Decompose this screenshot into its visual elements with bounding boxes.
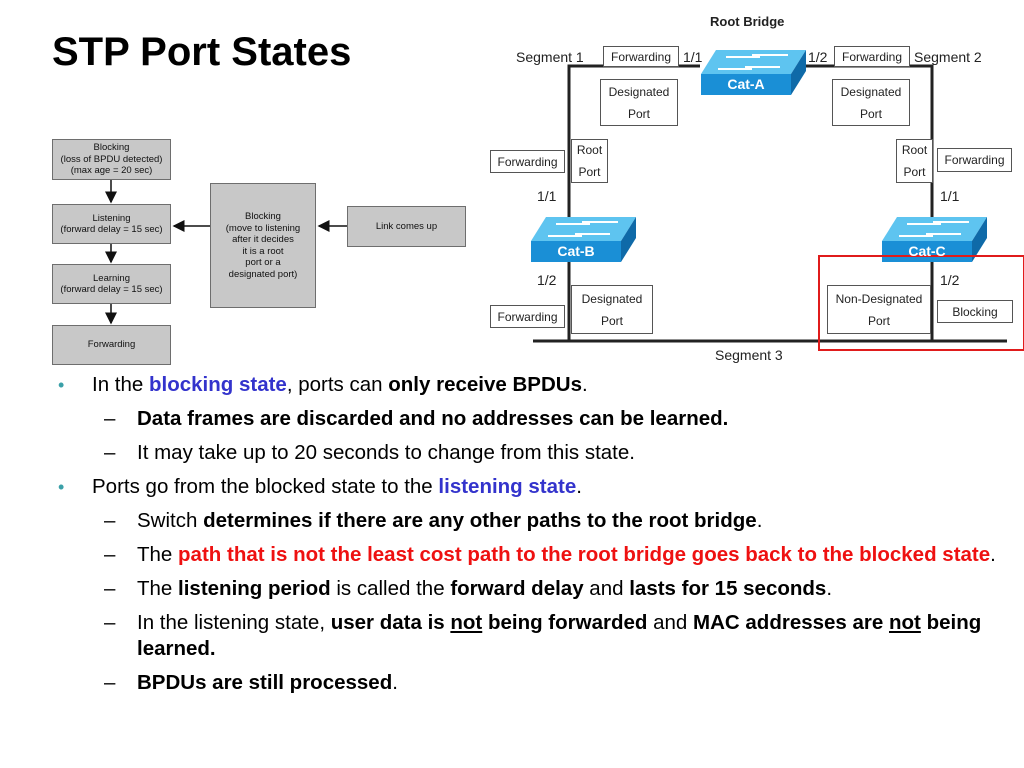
port-c-bottom-label: 1/2: [940, 272, 960, 288]
text: is called the: [330, 577, 451, 600]
sub-bullet-user-data: – In the listening state, user data is n…: [58, 610, 998, 662]
text-listening-state: listening state: [438, 475, 577, 498]
role-b-top-root: Root Port: [571, 139, 608, 183]
dash-marker: –: [104, 543, 116, 566]
state-seg1-forwarding: Forwarding: [603, 46, 679, 67]
flow-link-up-box: Link comes up: [347, 206, 466, 247]
text: determines if there are any other paths …: [203, 509, 757, 532]
dash-marker: –: [104, 671, 116, 694]
port-a-right-label: 1/2: [808, 49, 828, 65]
bullet-marker: •: [58, 375, 65, 395]
sub-bullet-discarded: – Data frames are discarded and no addre…: [58, 406, 998, 432]
root-bridge-label: Root Bridge: [710, 14, 785, 29]
text-underlined: not: [889, 611, 921, 634]
text: and: [583, 577, 630, 600]
bullet-marker: •: [58, 477, 65, 497]
text: being learned.: [137, 611, 982, 660]
text-blocking-state: blocking state: [149, 373, 287, 396]
text: .: [990, 543, 996, 566]
text-red: path that is not the least cost path to …: [178, 543, 991, 566]
state-b-top-forwarding: Forwarding: [490, 150, 565, 173]
sub-bullet-determines-paths: – Switch determines if there are any oth…: [58, 508, 998, 534]
text: In the listening state,: [137, 611, 331, 634]
flow-listening-box: Listening (forward delay = 15 sec): [52, 204, 171, 244]
text: listening period: [178, 577, 331, 600]
text: The: [137, 577, 179, 600]
dash-marker: –: [104, 441, 116, 464]
flow-forwarding-box: Forwarding: [52, 325, 171, 365]
text: MAC addresses are: [693, 611, 889, 634]
bullet-list: • In the blocking state, ports can only …: [58, 372, 998, 704]
dash-marker: –: [104, 577, 116, 600]
sub-bullet-least-cost: – The path that is not the least cost pa…: [58, 542, 998, 568]
text: In the: [92, 373, 149, 396]
text: .: [581, 373, 588, 396]
bullet-listening-state: • Ports go from the blocked state to the…: [58, 474, 998, 500]
text: .: [392, 671, 398, 694]
sub-bullet-forward-delay: – The listening period is called the for…: [58, 576, 998, 602]
text: user data is: [330, 611, 451, 634]
text: being forwarded: [482, 611, 648, 634]
state-c-top-forwarding: Forwarding: [937, 148, 1012, 172]
sub-bullet-20-seconds: – It may take up to 20 seconds to change…: [58, 440, 998, 466]
role-b-bottom-designated: Designated Port: [571, 285, 653, 334]
text: , ports can: [286, 373, 389, 396]
segment-1-label: Segment 1: [516, 49, 584, 65]
text: .: [756, 509, 763, 532]
role-c-top-root: Root Port: [896, 139, 933, 183]
text: lasts for 15 seconds: [629, 577, 827, 600]
flow-blocking-loss-box: Blocking (loss of BPDU detected) (max ag…: [52, 139, 171, 180]
sub-bullet-bpdus-processed: – BPDUs are still processed.: [58, 670, 998, 696]
port-c-top-label: 1/1: [940, 188, 960, 204]
cat-b-label: Cat-B: [557, 243, 595, 259]
dash-marker: –: [104, 407, 116, 430]
dash-marker: –: [104, 509, 116, 532]
text-only-receive: only receive BPDUs: [388, 373, 582, 396]
cat-c-label: Cat-C: [908, 243, 946, 259]
text: and: [647, 611, 694, 634]
role-c-bottom-non-designated: Non-Designated Port: [827, 285, 931, 334]
text: .: [826, 577, 833, 600]
state-c-bottom-blocking: Blocking: [937, 300, 1013, 323]
bullet-blocking-state: • In the blocking state, ports can only …: [58, 372, 998, 398]
text: Switch: [137, 509, 204, 532]
flow-learning-box: Learning (forward delay = 15 sec): [52, 264, 171, 304]
text: forward delay: [450, 577, 584, 600]
flow-blocking-decide-box: Blocking (move to listening after it dec…: [210, 183, 316, 308]
segment-2-label: Segment 2: [914, 49, 982, 65]
dash-marker: –: [104, 611, 116, 634]
text: BPDUs are still processed: [137, 671, 393, 694]
role-a-left-designated: Designated Port: [600, 79, 678, 126]
text: The: [137, 543, 179, 566]
text-underlined: not: [450, 611, 483, 634]
state-b-bottom-forwarding: Forwarding: [490, 305, 565, 328]
role-a-right-designated: Designated Port: [832, 79, 910, 126]
state-seg2-forwarding: Forwarding: [834, 46, 910, 67]
cat-a-label: Cat-A: [727, 76, 765, 92]
segment-3-label: Segment 3: [715, 347, 783, 363]
port-b-bottom-label: 1/2: [537, 272, 557, 288]
text: .: [576, 475, 582, 498]
port-b-top-label: 1/1: [537, 188, 557, 204]
text: It may take up to 20 seconds to change f…: [137, 441, 635, 464]
page-title: STP Port States: [52, 30, 352, 74]
text: Data frames are discarded and no address…: [137, 407, 729, 430]
text: Ports go from the blocked state to the: [92, 475, 439, 498]
port-a-left-label: 1/1: [683, 49, 703, 65]
